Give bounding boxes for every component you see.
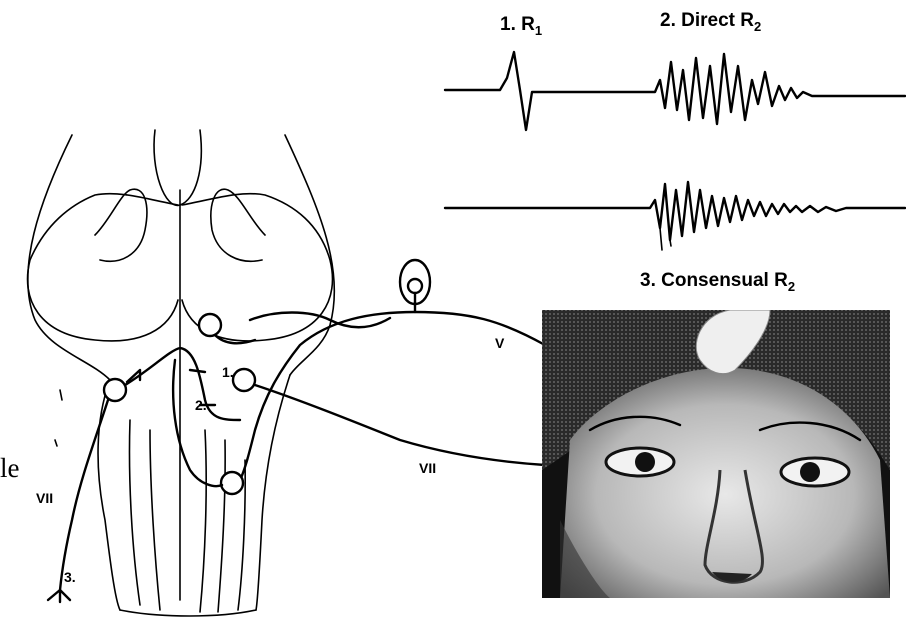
left-iris: [635, 452, 655, 472]
consensual-r2-label: 3. Consensual R2: [640, 270, 795, 294]
nucleus-connection: [215, 335, 255, 343]
edge-marks: [55, 390, 62, 446]
facial-nucleus-right: [221, 472, 243, 494]
r1-label: 1. R1: [500, 14, 542, 38]
pathway-number-1: 1.: [222, 364, 234, 380]
trigeminal-nucleus-neuron: [199, 314, 221, 336]
fiber-2: [150, 430, 160, 610]
trunk-base: [120, 610, 256, 616]
facial-nerve-label-left: VII: [36, 490, 53, 506]
consensual-response-trace: [445, 182, 905, 240]
neural-pathways: V VII VII 1. 2. 3. le: [0, 260, 545, 602]
pathway-number-3: 3.: [64, 569, 76, 585]
fiber-4: [218, 440, 225, 612]
right-lobe-inner: [211, 189, 265, 261]
interneuron-pathway: [125, 348, 240, 420]
cropped-text: le: [0, 453, 20, 483]
direct-r2-label: 2. Direct R2: [660, 10, 761, 34]
fiber-1: [129, 420, 140, 605]
trunk-left-edge: [98, 380, 120, 610]
face-photo: [542, 310, 890, 598]
right-iris: [800, 462, 820, 482]
fiber-3: [200, 430, 206, 612]
facial-nerve-label-right: VII: [419, 460, 436, 476]
facial-nerve-terminal: [48, 590, 70, 602]
midline-upper-left: [154, 130, 180, 205]
direct-response-trace: [445, 52, 905, 130]
waveform-panel: 1. R1 2. Direct R2 3. Consensual R2: [445, 10, 905, 294]
brainstem: [28, 130, 335, 616]
trigeminal-nerve-label: V: [495, 335, 505, 351]
left-lobe-inner: [95, 189, 147, 261]
midline-upper-right: [180, 130, 201, 205]
ganglion-cell: [408, 279, 422, 293]
facial-nerve-right: [255, 385, 545, 465]
pathway-number-2: 2.: [195, 397, 207, 413]
interneuron-1: [233, 369, 255, 391]
cerebellar-outline: [28, 135, 110, 380]
facial-nucleus-left: [104, 379, 126, 401]
left-lobe: [28, 194, 178, 341]
